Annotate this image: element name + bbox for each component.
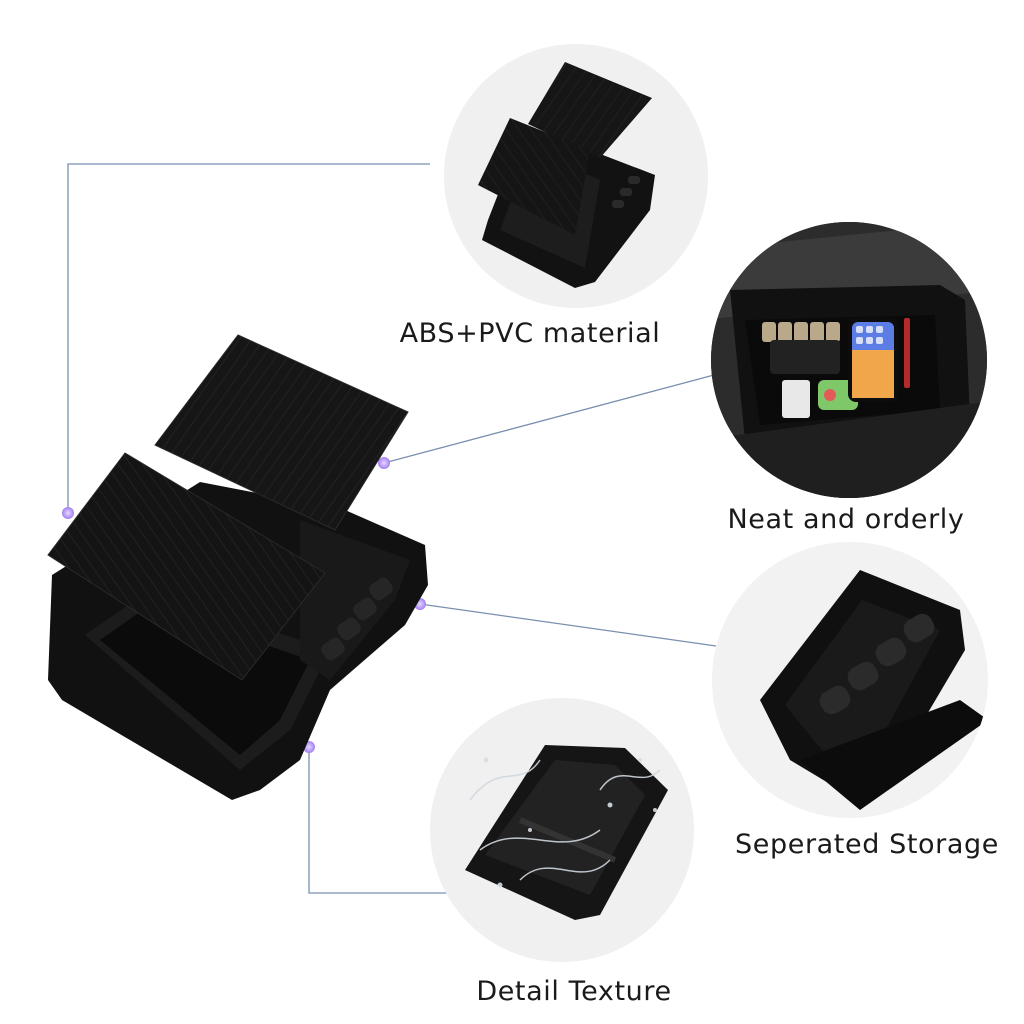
caption-detail-texture: Detail Texture (476, 976, 672, 1007)
caption-abs-pvc-material: ABS+PVC material (399, 318, 661, 349)
feature-image-sep (712, 542, 988, 818)
connector-dots (62, 457, 426, 753)
main-product-image (47, 334, 428, 800)
dot-neat (378, 457, 390, 469)
caption-neat-and-orderly: Neat and orderly (727, 504, 965, 535)
connector-abs (67, 163, 430, 512)
feature-image-abs (444, 44, 708, 308)
dot-abs (62, 507, 74, 519)
connector-sep (419, 603, 717, 647)
connector-lines (67, 163, 717, 894)
feature-image-detail (430, 698, 694, 962)
connector-detail (308, 747, 447, 894)
caption-seperated-storage: Seperated Storage (735, 829, 999, 860)
feature-image-neat (711, 222, 987, 498)
connector-neat (383, 374, 715, 464)
